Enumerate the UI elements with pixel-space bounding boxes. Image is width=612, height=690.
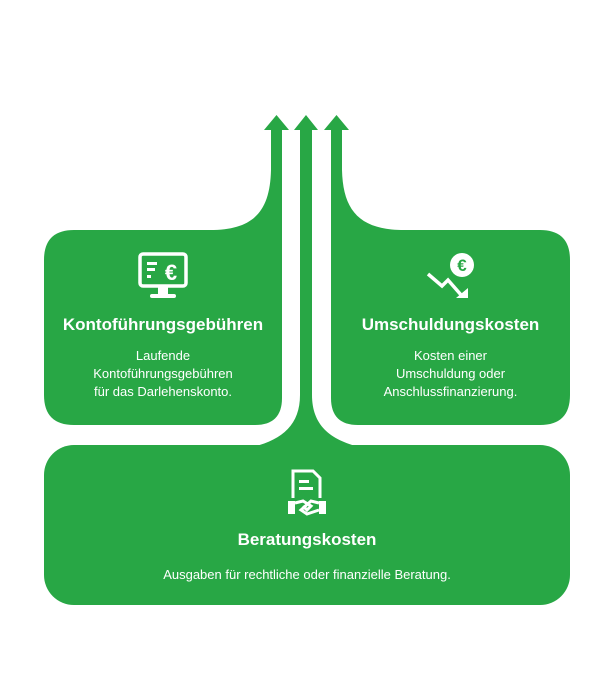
svg-text:€: € bbox=[165, 260, 177, 285]
desc-line: Kosten einer bbox=[414, 348, 487, 363]
card-title-kontofuehrung: Kontoführungsgebühren bbox=[62, 315, 264, 334]
desc-line: Laufende bbox=[135, 348, 191, 363]
desc-line: Kontoführungsgebühren bbox=[93, 366, 233, 381]
left-card-shape bbox=[44, 115, 289, 425]
desc-line: für das Darlehenskonto. bbox=[93, 384, 233, 399]
card-desc-umschuldung: Kosten einer Umschuldung oder Anschlussf… bbox=[331, 347, 570, 401]
bottom-card-shape bbox=[44, 445, 570, 605]
card-desc-beratung: Ausgaben für rechtliche oder finanzielle… bbox=[44, 566, 570, 584]
document-handshake-icon bbox=[288, 469, 326, 516]
card-title-umschuldung: Umschuldungskosten bbox=[361, 315, 540, 334]
desc-line: Umschuldung oder bbox=[395, 366, 506, 381]
desc-line: Ausgaben für rechtliche oder finanzielle… bbox=[163, 567, 451, 582]
card-desc-kontofuehrung: Laufende Kontoführungsgebühren für das D… bbox=[44, 347, 282, 401]
monitor-euro-icon: € bbox=[138, 252, 188, 298]
desc-line: Anschlussfinanzierung. bbox=[383, 384, 518, 399]
right-card-shape bbox=[324, 115, 570, 425]
center-arrow-shape bbox=[252, 115, 360, 447]
svg-text:€: € bbox=[457, 256, 467, 275]
euro-trend-down-icon: € bbox=[426, 253, 474, 298]
card-title-beratung: Beratungskosten bbox=[237, 530, 377, 549]
